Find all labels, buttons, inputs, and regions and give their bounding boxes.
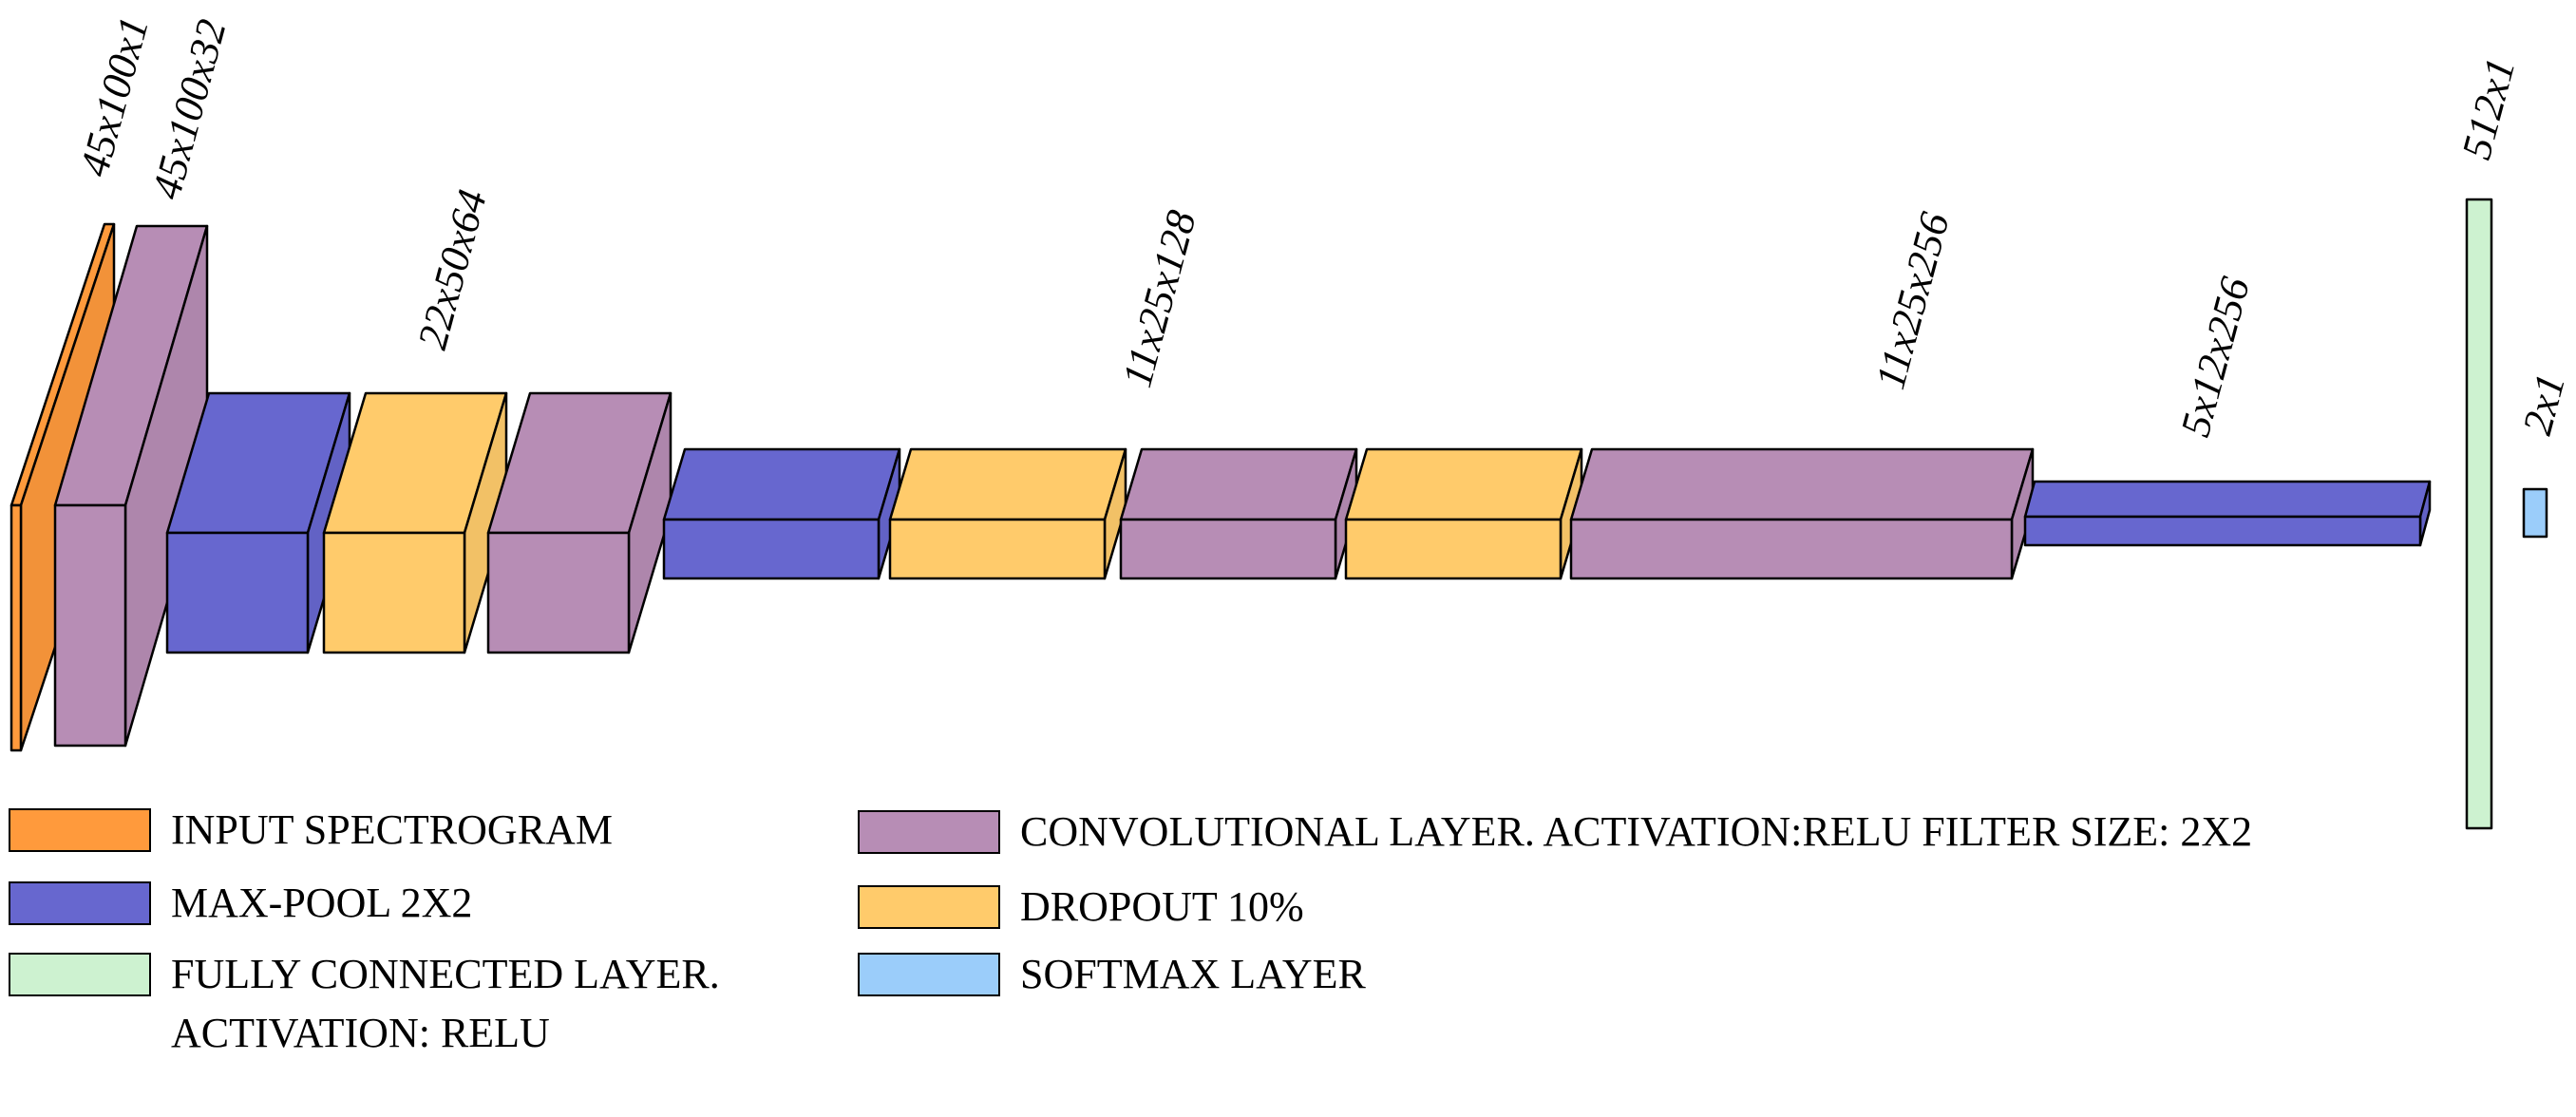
layer-10-front-face: [2023, 515, 2422, 547]
layer-6-dropout: [888, 447, 1127, 580]
layer-9-dimension-label: 11x25x256: [1866, 208, 1958, 394]
layer-2-front-face: [165, 531, 310, 654]
layer-2-maxpool: [165, 391, 351, 654]
layer-10-top-face: [2023, 480, 2432, 519]
layer-12-dimension-label: 2x1: [2513, 369, 2574, 440]
layer-11-front-face: [2465, 198, 2493, 830]
layer-9-conv: [1569, 447, 2035, 580]
layer-1-conv: [53, 224, 209, 748]
layer-7-dimension-label: 11x25x128: [1113, 206, 1204, 392]
layer-8-dropout: [1344, 447, 1583, 580]
legend-label-dropout-line-0: DROPOUT 10%: [1020, 883, 1304, 930]
legend-label-conv-line-0: CONVOLUTIONAL LAYER. ACTIVATION:RELU FIL…: [1020, 808, 2252, 855]
legend-item-fc: FULLY CONNECTED LAYER. ACTIVATION: RELU: [9, 951, 720, 1056]
layer-3-dimension-label: 22x50x64: [408, 185, 496, 354]
layer-3-dropout: [322, 391, 508, 654]
layer-6-front-face: [888, 518, 1107, 580]
legend-swatch-dropout: [858, 885, 1000, 929]
layer-0-dimension-label: 45x100x1: [70, 12, 158, 181]
layer-10-maxpool: [2023, 480, 2432, 547]
layer-12-softmax: [2522, 487, 2548, 539]
layer-1-dimension-label: 45x100x32: [142, 14, 235, 203]
legend-swatch-softmax: [858, 953, 1000, 996]
legend-label-input-line-0: INPUT SPECTROGRAM: [171, 806, 613, 853]
layer-4-front-face: [486, 531, 631, 654]
layer-7-top-face: [1119, 447, 1358, 521]
legend-swatch-maxpool: [9, 881, 151, 925]
legend-item-maxpool: MAX-POOL 2X2: [9, 880, 472, 926]
legend-label-softmax-line-0: SOFTMAX LAYER: [1020, 951, 1367, 997]
legend-item-input: INPUT SPECTROGRAM: [9, 806, 613, 853]
layer-7-conv: [1119, 447, 1358, 580]
layer-5-front-face: [662, 518, 881, 580]
layer-1-front-face: [53, 503, 127, 748]
layer-6-top-face: [888, 447, 1127, 521]
layer-9-front-face: [1569, 518, 2014, 580]
layer-12-front-face: [2522, 487, 2548, 539]
legend-item-dropout: DROPOUT 10%: [858, 883, 1304, 930]
layer-10-dimension-label: 5x12x256: [2171, 273, 2259, 442]
legend-label-fc-line-0: FULLY CONNECTED LAYER.: [171, 951, 720, 997]
legend-item-softmax: SOFTMAX LAYER: [858, 951, 1367, 997]
layer-0-front-face: [9, 503, 23, 752]
layers-group: [9, 198, 2548, 830]
legend-item-conv: CONVOLUTIONAL LAYER. ACTIVATION:RELU FIL…: [858, 808, 2252, 855]
legend-swatch-fc: [9, 953, 151, 996]
legend-swatch-input: [9, 808, 151, 852]
layer-3-front-face: [322, 531, 466, 654]
layer-8-front-face: [1344, 518, 1563, 580]
layer-4-conv: [486, 391, 672, 654]
layer-9-top-face: [1569, 447, 2035, 521]
layer-7-front-face: [1119, 518, 1337, 580]
layer-5-maxpool: [662, 447, 901, 580]
legend-label-maxpool-line-0: MAX-POOL 2X2: [171, 880, 472, 926]
layer-5-top-face: [662, 447, 901, 521]
layer-11-fc: [2465, 198, 2493, 830]
layer-8-top-face: [1344, 447, 1583, 521]
layer-11-dimension-label: 512x1: [2453, 53, 2524, 164]
legend-label-fc-line-1: ACTIVATION: RELU: [171, 1010, 550, 1056]
legend-swatch-conv: [858, 810, 1000, 854]
